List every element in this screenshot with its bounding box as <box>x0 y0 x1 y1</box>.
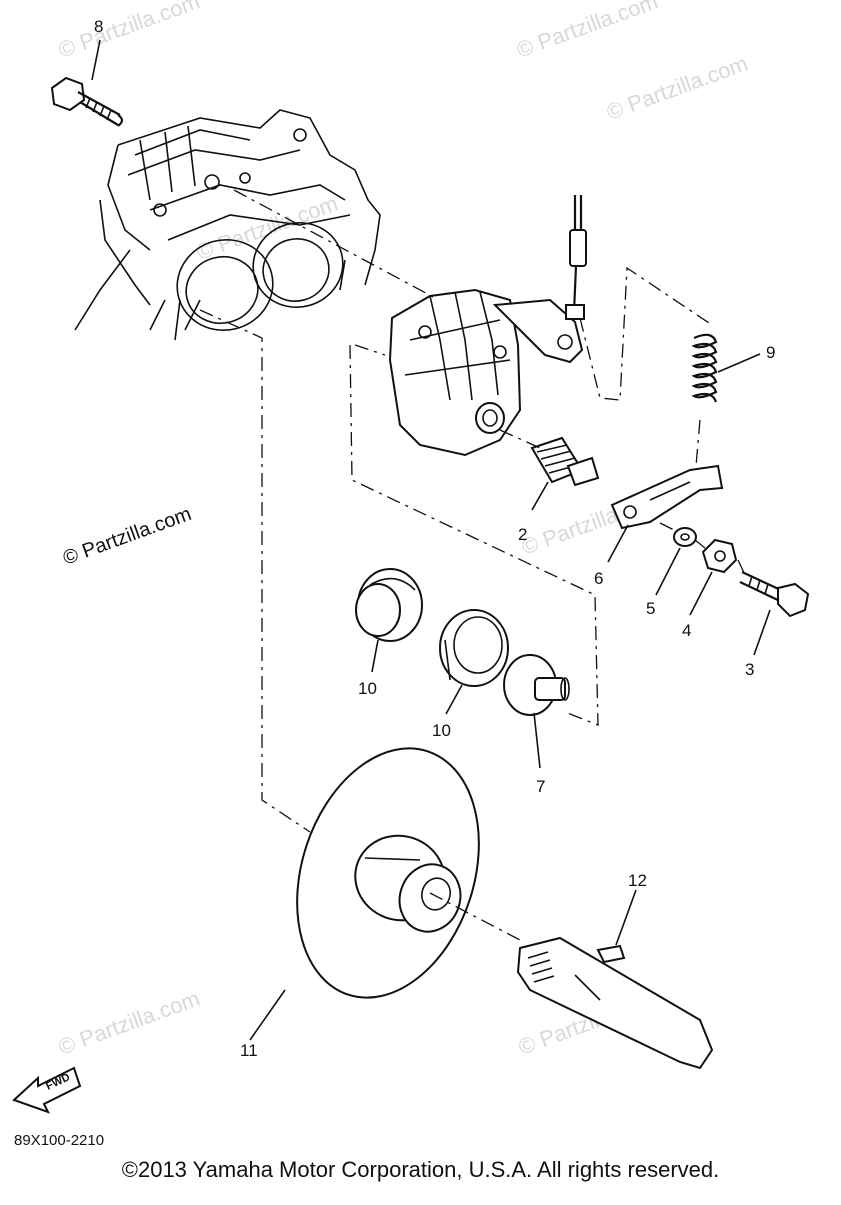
cam-7 <box>503 654 570 716</box>
lever-6 <box>610 464 724 530</box>
spring-9 <box>691 333 718 403</box>
part-label-7: 7 <box>536 777 545 796</box>
cap-10-left <box>355 568 423 642</box>
watermark: © Partzilla.com <box>603 51 751 125</box>
part-label-8: 8 <box>94 17 103 36</box>
part-label-6: 6 <box>594 569 603 588</box>
shaft <box>516 936 714 1070</box>
brake-cable <box>565 195 587 320</box>
part-label-4: 4 <box>682 621 691 640</box>
key-12 <box>596 944 626 964</box>
brake-disc-11 <box>296 747 480 999</box>
caliper-body <box>388 288 584 457</box>
part-label-9: 9 <box>766 343 775 362</box>
watermark: © Partzilla.com <box>513 0 661 63</box>
copyright-notice: ©2013 Yamaha Motor Corporation, U.S.A. A… <box>121 1157 720 1182</box>
part-label-10a: 10 <box>358 679 377 698</box>
watermark: © Partzilla.com <box>55 0 203 63</box>
watermark-prominent: © Partzilla.com <box>60 503 194 570</box>
nut-4 <box>701 538 738 574</box>
assembly-guides <box>199 189 746 941</box>
bolt-3 <box>739 571 810 618</box>
adjuster-gear-2 <box>530 436 600 487</box>
engine-casing <box>74 109 381 341</box>
part-label-12: 12 <box>628 871 647 890</box>
part-label-11: 11 <box>240 1041 258 1060</box>
fwd-arrow-icon: FWD <box>12 1066 82 1114</box>
bolt-8 <box>50 76 124 127</box>
watermark: © Partzilla.com <box>55 986 203 1060</box>
part-label-10b: 10 <box>432 721 451 740</box>
leader-lines <box>91 39 771 1041</box>
seal-10-right <box>439 609 509 687</box>
part-label-5: 5 <box>646 599 655 618</box>
washer-5 <box>673 527 697 547</box>
diagram-code: 89X100-2210 <box>14 1132 104 1149</box>
part-label-2: 2 <box>518 525 527 544</box>
part-label-3: 3 <box>745 660 754 679</box>
